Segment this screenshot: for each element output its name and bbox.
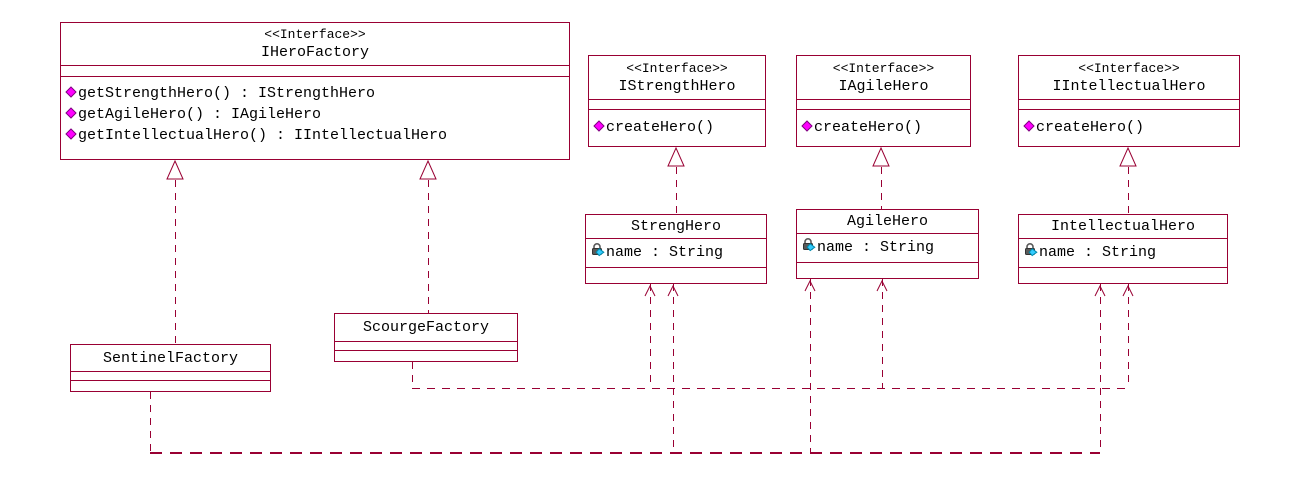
method-row: getIntellectualHero() : IIntellectualHer… bbox=[61, 125, 569, 146]
class-header: StrengHero bbox=[586, 215, 766, 238]
methods-compartment: getStrengthHero() : IStrengthHero getAgi… bbox=[61, 76, 569, 159]
class-istrengthhero: <<Interface>> IStrengthHero createHero() bbox=[588, 55, 766, 147]
dependency-line-scourgefactory-to-strenghero bbox=[650, 284, 651, 388]
attributes-compartment: name : String bbox=[797, 233, 978, 262]
method-row: getAgileHero() : IAgileHero bbox=[61, 104, 569, 125]
realization-line-intellectualhero-to-iintellectualhero bbox=[1128, 167, 1129, 214]
dependency-line-sentinelfactory-to-strenghero bbox=[673, 284, 674, 452]
method-label: createHero() bbox=[814, 119, 923, 136]
attribute-row: name : String bbox=[797, 234, 978, 261]
realization-line-sentinelfactory-to-iherofactory bbox=[175, 180, 176, 344]
class-name: IIntellectualHero bbox=[1052, 77, 1206, 95]
methods-compartment bbox=[586, 267, 766, 283]
attribute-row: name : String bbox=[586, 239, 766, 266]
class-name: IAgileHero bbox=[838, 77, 929, 95]
realization-line-agilehero-to-iagilehero bbox=[881, 167, 882, 209]
dependency-line-sentinelfactory-bus bbox=[150, 452, 1100, 454]
methods-compartment: createHero() bbox=[797, 109, 970, 146]
realization-arrow-strenghero-to-istrengthhero bbox=[667, 146, 685, 167]
method-label: getAgileHero() : IAgileHero bbox=[78, 106, 322, 123]
attributes-compartment bbox=[71, 371, 270, 380]
dependency-line-sentinelfactory-to-agilehero bbox=[810, 279, 811, 452]
method-row: getStrengthHero() : IStrengthHero bbox=[61, 83, 569, 104]
class-iagilehero: <<Interface>> IAgileHero createHero() bbox=[796, 55, 971, 147]
class-iherofactory: <<Interface>> IHeroFactory getStrengthHe… bbox=[60, 22, 570, 160]
public-method-icon bbox=[65, 105, 77, 126]
stereotype-label: <<Interface>> bbox=[832, 60, 935, 76]
method-label: getStrengthHero() : IStrengthHero bbox=[78, 85, 376, 102]
class-header: IntellectualHero bbox=[1019, 215, 1227, 238]
class-header: <<Interface>> IAgileHero bbox=[797, 56, 970, 99]
attributes-compartment bbox=[797, 99, 970, 109]
realization-arrow-sentinelfactory-to-iherofactory bbox=[166, 159, 184, 180]
methods-compartment bbox=[1019, 267, 1227, 283]
attributes-compartment bbox=[1019, 99, 1239, 109]
attributes-compartment: name : String bbox=[1019, 238, 1227, 267]
private-attribute-lock-icon bbox=[590, 240, 605, 267]
method-row: createHero() bbox=[1019, 117, 1239, 138]
realization-arrow-agilehero-to-iagilehero bbox=[872, 146, 890, 167]
dependency-line-scourgefactory-to-intellectualhero bbox=[1128, 284, 1129, 388]
realization-line-scourgefactory-to-iherofactory bbox=[428, 180, 429, 313]
public-method-icon bbox=[65, 84, 77, 105]
dependency-line-scourgefactory-drop bbox=[412, 362, 413, 388]
realization-arrow-intellectualhero-to-iintellectualhero bbox=[1119, 146, 1137, 167]
class-agilehero: AgileHero name : String bbox=[796, 209, 979, 279]
method-row: createHero() bbox=[589, 117, 765, 138]
class-name: IntellectualHero bbox=[1050, 218, 1196, 235]
dependency-line-sentinelfactory-drop bbox=[150, 392, 151, 452]
class-iintellectualhero: <<Interface>> IIntellectualHero createHe… bbox=[1018, 55, 1240, 147]
attributes-compartment bbox=[589, 99, 765, 109]
method-row: createHero() bbox=[797, 117, 970, 138]
class-name: StrengHero bbox=[630, 218, 721, 235]
public-method-icon bbox=[593, 118, 605, 139]
class-name: SentinelFactory bbox=[102, 349, 239, 367]
class-intellectualhero: IntellectualHero name : String bbox=[1018, 214, 1228, 284]
class-strenghero: StrengHero name : String bbox=[585, 214, 767, 284]
public-method-icon bbox=[1023, 118, 1035, 139]
public-method-icon bbox=[65, 126, 77, 147]
class-header: <<Interface>> IIntellectualHero bbox=[1019, 56, 1239, 99]
stereotype-label: <<Interface>> bbox=[626, 60, 728, 76]
class-header: <<Interface>> IHeroFactory bbox=[61, 23, 569, 65]
class-name: ScourgeFactory bbox=[362, 319, 490, 336]
methods-compartment bbox=[797, 262, 978, 278]
private-attribute-lock-icon bbox=[801, 235, 816, 262]
stereotype-label: <<Interface>> bbox=[264, 27, 366, 42]
private-attribute-lock-icon bbox=[1023, 240, 1038, 267]
class-name: IStrengthHero bbox=[618, 77, 736, 95]
dependency-line-scourgefactory-to-agilehero bbox=[882, 279, 883, 388]
class-header: ScourgeFactory bbox=[335, 314, 517, 341]
attribute-label: name : String bbox=[1039, 244, 1157, 261]
methods-compartment bbox=[71, 380, 270, 391]
methods-compartment: createHero() bbox=[1019, 109, 1239, 146]
realization-line-strenghero-to-istrengthhero bbox=[676, 167, 677, 214]
public-method-icon bbox=[801, 118, 813, 139]
class-name: AgileHero bbox=[846, 213, 928, 230]
class-scourgefactory: ScourgeFactory bbox=[334, 313, 518, 362]
realization-arrow-scourgefactory-to-iherofactory bbox=[419, 159, 437, 180]
attributes-compartment bbox=[61, 65, 569, 76]
method-label: createHero() bbox=[606, 119, 715, 136]
attribute-label: name : String bbox=[817, 239, 935, 256]
attribute-row: name : String bbox=[1019, 239, 1227, 266]
method-label: createHero() bbox=[1036, 119, 1145, 136]
class-sentinelfactory: SentinelFactory bbox=[70, 344, 271, 392]
methods-compartment: createHero() bbox=[589, 109, 765, 146]
attributes-compartment: name : String bbox=[586, 238, 766, 267]
method-label: getIntellectualHero() : IIntellectualHer… bbox=[78, 127, 448, 144]
methods-compartment bbox=[335, 350, 517, 361]
class-header: SentinelFactory bbox=[71, 345, 270, 371]
attribute-label: name : String bbox=[606, 244, 724, 261]
class-header: <<Interface>> IStrengthHero bbox=[589, 56, 765, 99]
dependency-line-scourgefactory-bus bbox=[412, 388, 1128, 389]
attributes-compartment bbox=[335, 341, 517, 350]
class-name: IHeroFactory bbox=[260, 44, 370, 61]
dependency-line-sentinelfactory-to-intellectualhero bbox=[1100, 284, 1101, 452]
stereotype-label: <<Interface>> bbox=[1078, 60, 1180, 76]
class-header: AgileHero bbox=[797, 210, 978, 233]
